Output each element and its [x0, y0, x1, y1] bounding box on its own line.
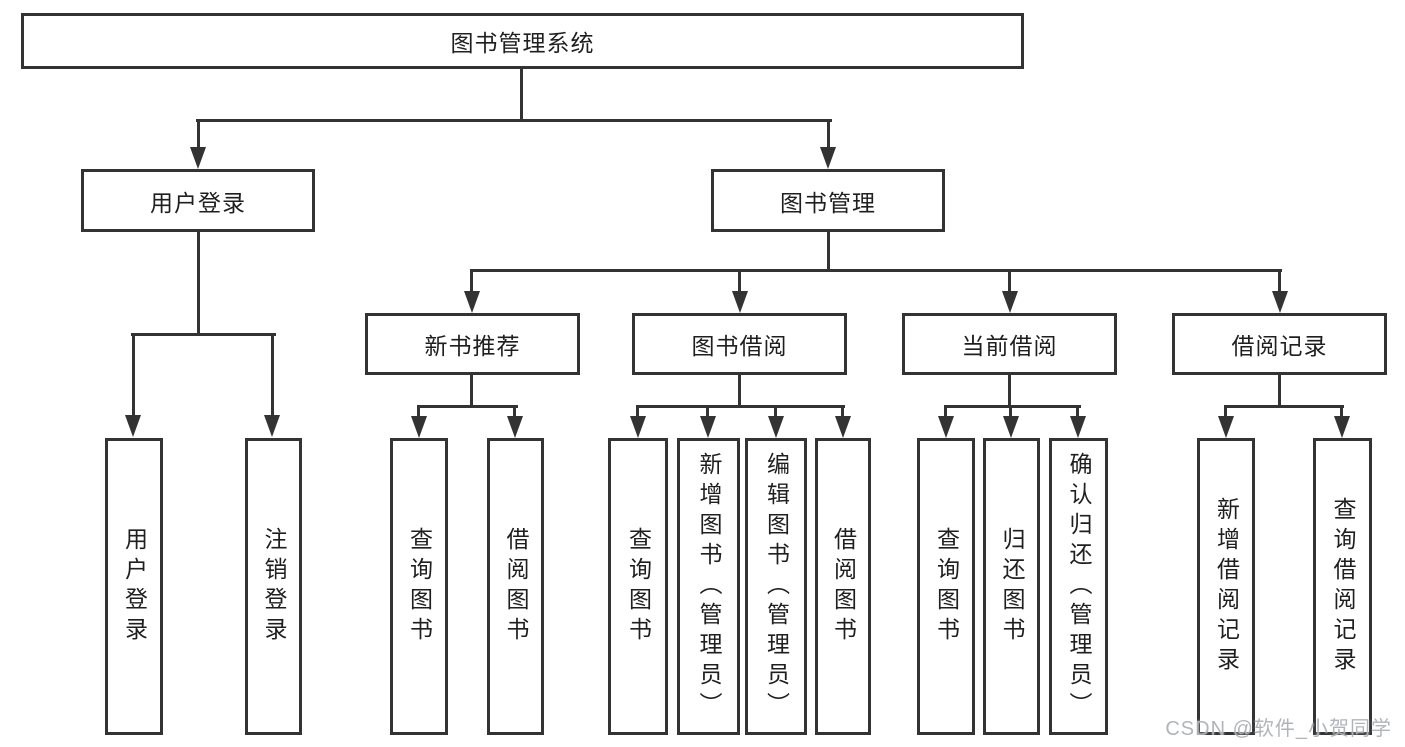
connector-br-leaf2 — [1340, 405, 1343, 416]
connector-user-login-rail — [131, 333, 276, 336]
connector-book-management-stem — [827, 232, 830, 272]
leaf-borrow-books-borrowing-label: 借阅图书 — [830, 526, 857, 647]
connector-level3-rail — [470, 269, 1282, 272]
connector-to-borrow-records — [1278, 269, 1281, 293]
connector-borrowing-stem — [738, 375, 741, 408]
connector-to-leaf-logout — [271, 333, 274, 415]
leaf-query-books-borrowing: 查询图书 — [608, 438, 668, 735]
connector-level2-rail — [196, 119, 832, 122]
leaf-add-books-admin-label: 新增图书（管理员） — [696, 451, 722, 722]
leaf-query-books-borrowing-label: 查询图书 — [625, 526, 652, 647]
node-new-book-recommend-label: 新书推荐 — [424, 333, 521, 359]
connector-current-rail — [944, 405, 1081, 408]
arrowhead-new-book-recommend — [464, 291, 480, 313]
arrowhead-cb-leaf3 — [1070, 416, 1086, 438]
leaf-add-borrow-record: 新增借阅记录 — [1197, 438, 1255, 735]
arrowhead-borrow-records — [1272, 291, 1288, 313]
leaf-add-books-admin: 新增图书（管理员） — [677, 438, 740, 735]
node-borrow-records-label: 借阅记录 — [1231, 333, 1328, 359]
arrowhead-leaf-logout — [264, 415, 280, 437]
connector-borrowing-rail — [636, 405, 845, 408]
leaf-borrow-books-recommend: 借阅图书 — [487, 438, 544, 735]
connector-new-book-rail — [417, 405, 518, 408]
leaf-query-books-recommend-label: 查询图书 — [406, 526, 433, 647]
connector-records-stem — [1278, 375, 1281, 408]
leaf-edit-books-admin: 编辑图书（管理员） — [745, 438, 807, 735]
arrowhead-book-management — [820, 147, 836, 169]
leaf-return-books-label: 归还图书 — [999, 526, 1025, 647]
leaf-return-books: 归还图书 — [983, 438, 1040, 735]
connector-cb-leaf2 — [1009, 405, 1012, 416]
arrowhead-cb-leaf1 — [938, 416, 954, 438]
leaf-confirm-return-admin-label: 确认归还（管理员） — [1066, 451, 1092, 722]
leaf-query-books-recommend: 查询图书 — [390, 438, 448, 735]
connector-bb-leaf2 — [706, 405, 709, 416]
arrowhead-bb-leaf1 — [630, 416, 646, 438]
connector-to-leaf-user-login — [132, 333, 135, 415]
leaf-user-login-label: 用户登录 — [121, 526, 148, 647]
connector-to-current-borrowing — [1008, 269, 1011, 293]
leaf-logout: 注销登录 — [245, 438, 302, 735]
node-book-borrowing: 图书借阅 — [632, 313, 847, 375]
connector-user-login-stem — [197, 232, 200, 336]
leaf-borrow-books-recommend-label: 借阅图书 — [503, 526, 529, 647]
leaf-query-borrow-record-label: 查询借阅记录 — [1330, 496, 1356, 677]
arrowhead-br-leaf2 — [1334, 416, 1350, 438]
arrowhead-bb-leaf4 — [835, 416, 851, 438]
node-root: 图书管理系统 — [21, 13, 1024, 69]
arrowhead-book-borrowing — [732, 291, 748, 313]
leaf-logout-label: 注销登录 — [261, 526, 287, 647]
leaf-user-login: 用户登录 — [105, 438, 163, 735]
arrowhead-nb-leaf2 — [507, 416, 523, 438]
node-borrow-records: 借阅记录 — [1172, 313, 1387, 375]
connector-new-book-stem — [470, 375, 473, 408]
leaf-query-books-current-label: 查询图书 — [933, 526, 960, 647]
watermark: CSDN @软件_小贺同学 — [1165, 718, 1392, 740]
connector-br-leaf1 — [1224, 405, 1227, 416]
node-current-borrowing: 当前借阅 — [902, 313, 1117, 375]
node-book-management-label: 图书管理 — [780, 189, 876, 216]
arrowhead-nb-leaf1 — [411, 416, 427, 438]
node-book-management: 图书管理 — [711, 169, 945, 232]
leaf-query-books-current: 查询图书 — [917, 438, 975, 735]
connector-nb-leaf1 — [417, 405, 420, 416]
connector-cb-leaf1 — [944, 405, 947, 416]
leaf-add-borrow-record-label: 新增借阅记录 — [1213, 496, 1240, 677]
arrowhead-user-login — [190, 147, 206, 169]
connector-nb-leaf2 — [513, 405, 516, 416]
leaf-confirm-return-admin: 确认归还（管理员） — [1049, 438, 1108, 735]
arrowhead-cb-leaf2 — [1003, 416, 1019, 438]
node-user-login-label: 用户登录 — [150, 189, 246, 216]
arrowhead-bb-leaf3 — [768, 416, 784, 438]
node-root-label: 图书管理系统 — [450, 30, 595, 56]
arrowhead-current-borrowing — [1002, 291, 1018, 313]
connector-to-book-borrowing — [738, 269, 741, 293]
node-new-book-recommend: 新书推荐 — [365, 313, 580, 375]
connector-records-rail — [1224, 405, 1344, 408]
arrowhead-leaf-user-login — [125, 415, 141, 437]
connector-cb-leaf3 — [1076, 405, 1079, 416]
connector-to-user-login — [197, 119, 200, 149]
connector-bb-leaf3 — [774, 405, 777, 416]
connector-current-stem — [1008, 375, 1011, 408]
connector-to-book-management — [827, 119, 830, 149]
node-user-login: 用户登录 — [81, 169, 315, 232]
node-current-borrowing-label: 当前借阅 — [961, 333, 1058, 359]
arrowhead-bb-leaf2 — [700, 416, 716, 438]
leaf-edit-books-admin-label: 编辑图书（管理员） — [763, 451, 790, 722]
connector-bb-leaf1 — [636, 405, 639, 416]
connector-bb-leaf4 — [841, 405, 844, 416]
leaf-query-borrow-record: 查询借阅记录 — [1313, 438, 1372, 735]
arrowhead-br-leaf1 — [1218, 416, 1234, 438]
node-book-borrowing-label: 图书借阅 — [691, 333, 788, 359]
leaf-borrow-books-borrowing: 借阅图书 — [815, 438, 871, 735]
connector-root-stem — [520, 69, 523, 122]
connector-to-new-book-recommend — [470, 269, 473, 293]
